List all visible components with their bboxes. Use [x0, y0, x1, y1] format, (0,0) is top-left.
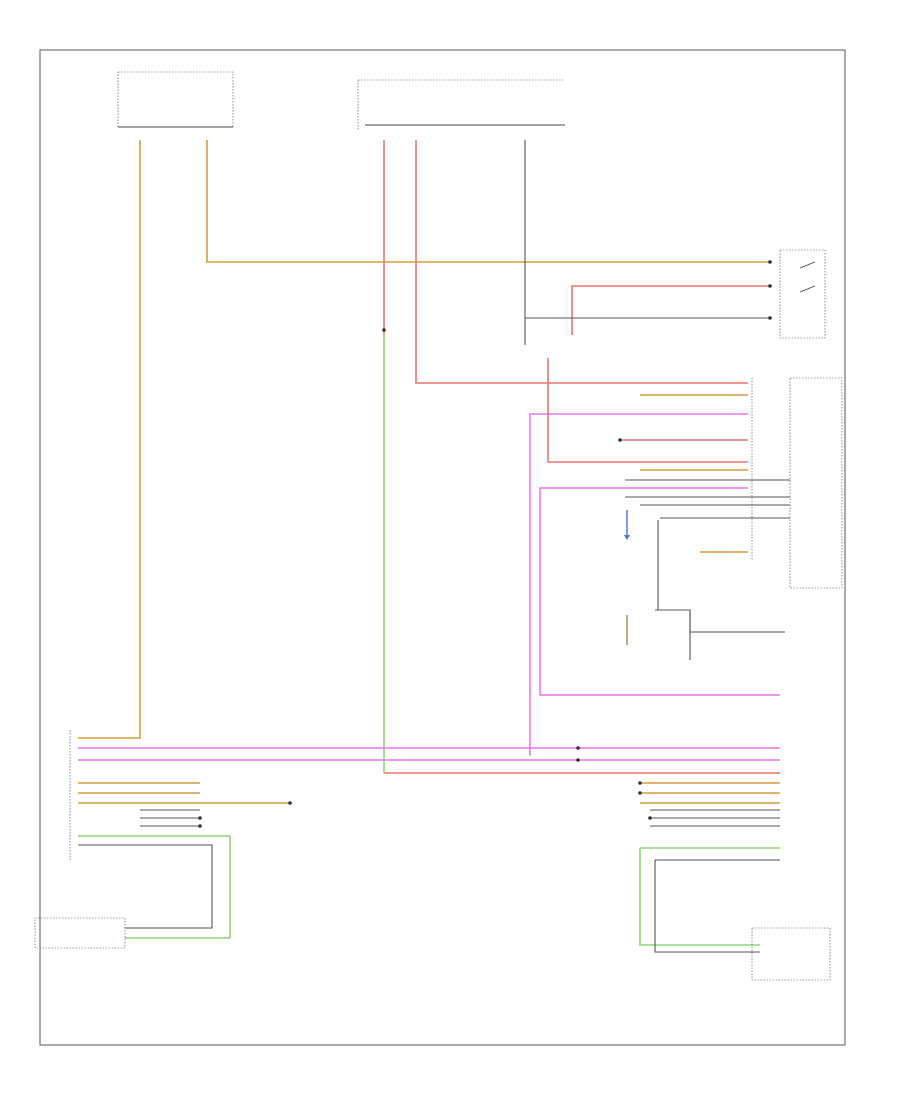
switch-module [779, 249, 826, 339]
wire-tan-bus-right [640, 782, 780, 804]
sensor-box-left [34, 917, 126, 949]
wire-red-center-2 [415, 140, 748, 384]
wire-pink-lower-loop [539, 487, 780, 696]
wire-tan-bus-left [78, 782, 290, 804]
wire-dark-bottom-left [78, 844, 213, 929]
control-module-right [751, 377, 843, 589]
wire-dark-right-fuse [524, 140, 770, 345]
fuse-box-center [357, 79, 565, 130]
sensor-box-right [751, 927, 831, 981]
diagram-frame [39, 49, 846, 1046]
wire-dark-bus-left [140, 809, 200, 827]
wire-dark-bus-right [650, 809, 780, 827]
wire-dark-fuse-frame [655, 609, 785, 660]
wire-red-switch [571, 285, 770, 335]
wire-green-bottom-right [639, 847, 780, 946]
wire-tan-top-horizontal [206, 140, 770, 263]
wire-dark-bottom-right [654, 859, 780, 953]
connector-dots [198, 260, 772, 828]
wire-pink-right-loop [529, 413, 748, 756]
wire-tan-left-vertical [78, 140, 141, 739]
wire-green-bottom-left [78, 835, 231, 939]
fuse-box-left [117, 71, 234, 128]
wire-red-vertical-right [547, 358, 748, 463]
wire-dark-module-1 [625, 479, 790, 519]
wire-dark-vertical-1 [657, 520, 691, 632]
arrow-blue-head [624, 535, 630, 540]
